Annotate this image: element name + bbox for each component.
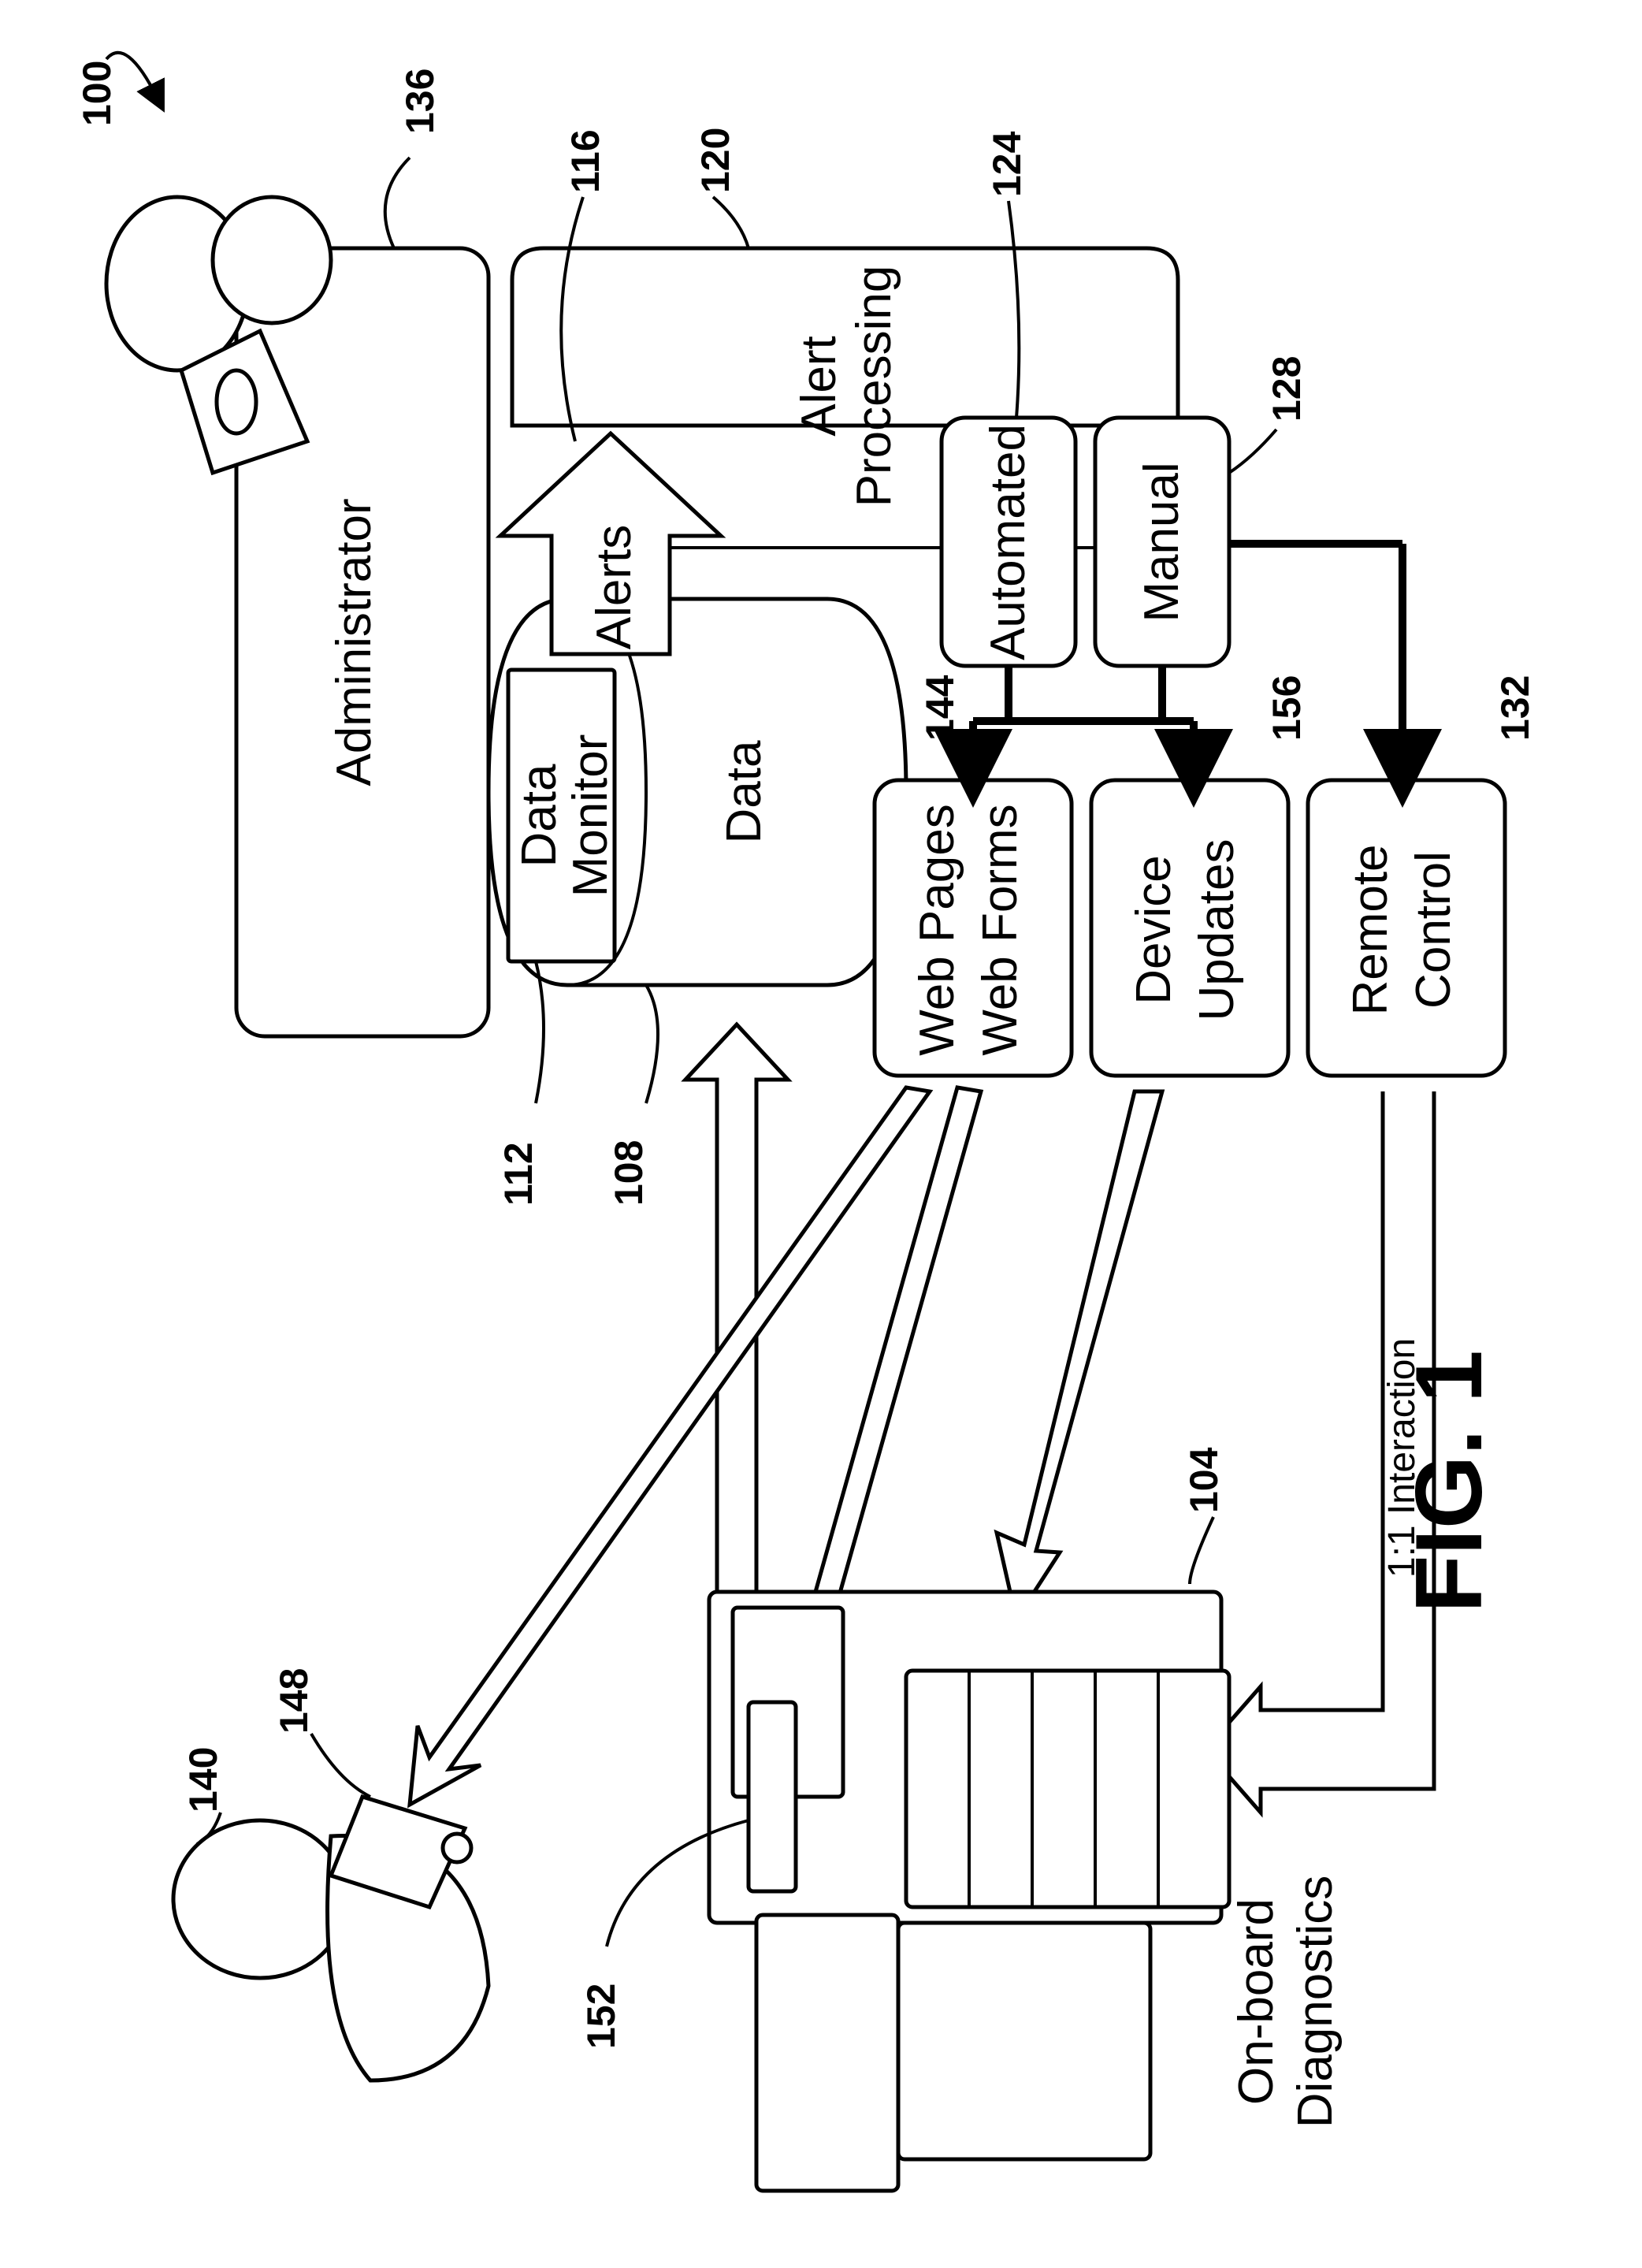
manual-box: Manual bbox=[1095, 418, 1229, 666]
web-pages-box: Web Pages Web Forms bbox=[875, 780, 1072, 1076]
ref-128: 128 bbox=[1265, 356, 1309, 422]
onboard-line1: On-board bbox=[1229, 1898, 1284, 2105]
onboard-line2: Diagnostics bbox=[1288, 1876, 1343, 2128]
data-monitor-line2: Monitor bbox=[563, 734, 618, 898]
ref-104: 104 bbox=[1182, 1447, 1226, 1513]
device-updates-line2: Updates bbox=[1190, 839, 1244, 1021]
device-updates-arrow bbox=[997, 1091, 1162, 1619]
data-monitor-line1: Data bbox=[512, 764, 567, 867]
remote-control-line1: Remote bbox=[1343, 844, 1398, 1015]
automated-box: Automated bbox=[942, 418, 1075, 666]
ref-136: 136 bbox=[398, 69, 442, 134]
alert-processing-line2: Processing bbox=[847, 266, 901, 508]
ref-120: 120 bbox=[693, 128, 737, 193]
administrator-label: Administrator bbox=[327, 498, 381, 786]
device-updates-box: Device Updates bbox=[1091, 780, 1288, 1076]
web-pages-line2: Web Forms bbox=[973, 804, 1027, 1055]
ref-152: 152 bbox=[579, 1984, 623, 2049]
manual-label: Manual bbox=[1135, 462, 1189, 622]
ref-132: 132 bbox=[1493, 675, 1537, 741]
control-panel-icon bbox=[749, 1702, 796, 1891]
automated-label: Automated bbox=[981, 424, 1035, 660]
ref-112: 112 bbox=[496, 1142, 541, 1206]
device-updates-line1: Device bbox=[1127, 855, 1181, 1005]
ref-156: 156 bbox=[1265, 675, 1309, 741]
ref-100: 100 bbox=[75, 61, 119, 126]
remote-control-box: Remote Control bbox=[1308, 780, 1505, 1076]
ref-108: 108 bbox=[607, 1140, 651, 1206]
ref-144: 144 bbox=[918, 675, 962, 741]
remote-control-line2: Control bbox=[1406, 851, 1461, 1009]
ref-148: 148 bbox=[272, 1668, 316, 1734]
printer-device-icon bbox=[709, 1592, 1229, 2191]
ref-116: 116 bbox=[563, 129, 607, 193]
data-monitor-box: Data Monitor bbox=[508, 670, 618, 961]
ref-124: 124 bbox=[985, 131, 1029, 197]
figure-caption: FIG. 1 bbox=[1396, 1350, 1502, 1612]
alerts-label: Alerts bbox=[587, 525, 641, 649]
data-label: Data bbox=[717, 740, 771, 843]
alert-processing-line1: Alert bbox=[792, 336, 846, 436]
ref-140: 140 bbox=[181, 1747, 225, 1813]
web-pages-line1: Web Pages bbox=[910, 804, 964, 1055]
